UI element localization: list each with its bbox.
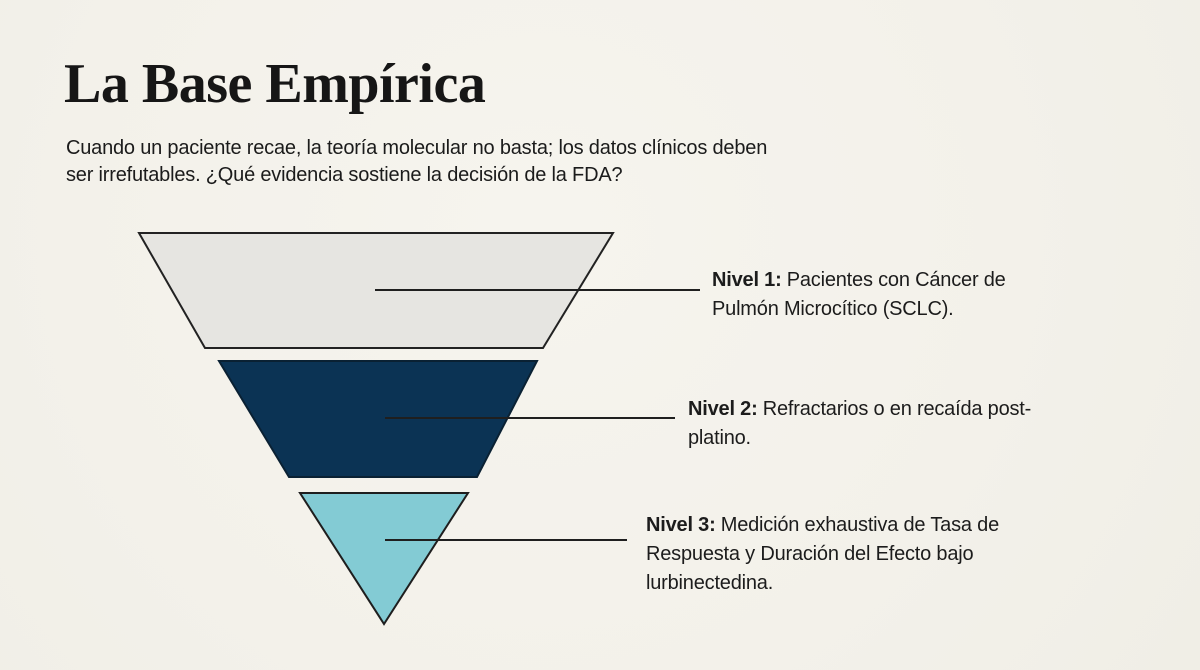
funnel-level-3-shape [298, 492, 470, 626]
callout-line: Pulmón Microcítico (SCLC). [712, 298, 954, 320]
callout-text: Medición exhaustiva de Tasa de [720, 514, 999, 536]
slide-subtitle: Cuando un paciente recae, la teoría mole… [66, 135, 767, 189]
subtitle-line-2: ser irrefutables. ¿Qué evidencia sostien… [66, 164, 623, 186]
funnel-level-2-shape [217, 360, 539, 478]
subtitle-line-1: Cuando un paciente recae, la teoría mole… [66, 137, 768, 159]
callout-nivel-1: Nivel 1:Pacientes con Cáncer de Pulmón M… [712, 266, 1006, 324]
callout-line: Respuesta y Duración del Efecto bajo [646, 543, 974, 565]
callout-line: Nivel 2:Refractarios o en recaída post- [688, 395, 1031, 424]
callout-line: Nivel 3:Medición exhaustiva de Tasa de [646, 511, 999, 540]
callout-line: platino. [688, 427, 751, 449]
callout-nivel-2: Nivel 2:Refractarios o en recaída post- … [688, 395, 1031, 453]
callout-label-bold: Nivel 2: [688, 398, 758, 420]
callout-line: Nivel 1:Pacientes con Cáncer de [712, 266, 1006, 295]
callout-nivel-3: Nivel 3:Medición exhaustiva de Tasa de R… [646, 511, 999, 598]
callout-line: lurbinectedina. [646, 572, 774, 594]
callout-label-bold: Nivel 1: [712, 269, 782, 291]
callout-text: Refractarios o en recaída post- [762, 398, 1032, 420]
callout-label-bold: Nivel 3: [646, 514, 716, 536]
page-title: La Base Empírica [64, 53, 486, 115]
callout-text: Pacientes con Cáncer de [786, 269, 1006, 291]
